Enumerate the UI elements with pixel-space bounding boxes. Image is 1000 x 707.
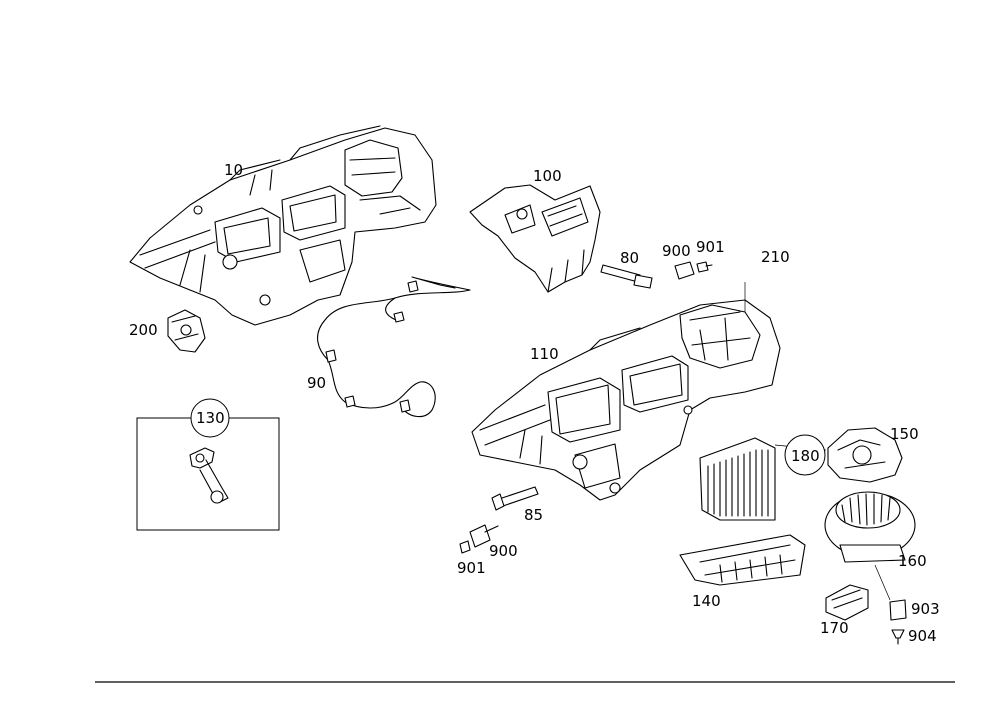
part-140-duct xyxy=(679,534,806,586)
label-904: 904 xyxy=(908,627,937,645)
label-80: 80 xyxy=(620,249,639,267)
label-160: 160 xyxy=(898,552,927,570)
part-160-blower-motor xyxy=(824,491,916,563)
label-130: 130 xyxy=(196,409,225,427)
label-110: 110 xyxy=(530,345,559,363)
part-130-detail-box xyxy=(136,398,280,531)
label-170: 170 xyxy=(820,619,849,637)
label-903: 903 xyxy=(911,600,940,618)
part-110-hvac-housing xyxy=(471,299,781,501)
part-900-901-connector-lower xyxy=(459,524,499,554)
part-100-frame xyxy=(469,184,601,293)
part-903-fitting xyxy=(889,599,907,621)
part-180-filter xyxy=(699,434,826,521)
label-90: 90 xyxy=(307,374,326,392)
label-140: 140 xyxy=(692,592,721,610)
part-150-blower-cover xyxy=(827,427,903,483)
label-210: 210 xyxy=(761,248,790,266)
label-150: 150 xyxy=(890,425,919,443)
part-170-control-module xyxy=(825,584,869,621)
label-180: 180 xyxy=(791,447,820,465)
part-200-actuator xyxy=(167,309,206,353)
label-100: 100 xyxy=(533,167,562,185)
part-900-901-connector-upper xyxy=(674,261,713,280)
part-80-sensor xyxy=(600,264,653,289)
label-10: 10 xyxy=(224,161,243,179)
part-10-hvac-housing xyxy=(129,125,437,326)
label-900-lower: 900 xyxy=(489,542,518,560)
label-900-upper: 900 xyxy=(662,242,691,260)
part-904-fitting xyxy=(891,629,905,645)
label-901-lower: 901 xyxy=(457,559,486,577)
label-901-upper: 901 xyxy=(696,238,725,256)
label-200: 200 xyxy=(129,321,158,339)
part-90-wiring-harness xyxy=(317,276,471,418)
label-85: 85 xyxy=(524,506,543,524)
part-85-sensor xyxy=(491,486,539,511)
